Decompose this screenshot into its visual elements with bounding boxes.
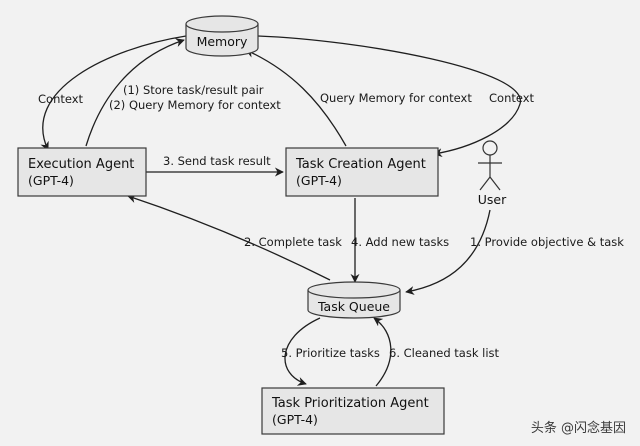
label-creation-to-queue: 4. Add new tasks xyxy=(351,235,449,249)
task-prioritization-agent-model: (GPT-4) xyxy=(272,412,318,427)
task-prioritization-agent-box: Task Prioritization Agent (GPT-4) xyxy=(261,387,445,435)
label-creation-to-memory: Query Memory for context xyxy=(320,91,472,105)
task-creation-agent-box: Task Creation Agent (GPT-4) xyxy=(285,147,439,197)
edge-memory-to-creation xyxy=(257,35,521,158)
label-prioritization-to-queue: 6. Cleaned task list xyxy=(389,346,500,360)
label-execution-to-memory-line2: (2) Query Memory for context xyxy=(109,98,281,112)
memory-database: Memory xyxy=(185,15,259,57)
label-queue-to-execution: 2. Complete task xyxy=(244,235,342,249)
edge-prioritization-to-queue xyxy=(373,317,392,387)
task-prioritization-agent-title: Task Prioritization Agent xyxy=(271,396,429,411)
label-memory-to-execution: Context xyxy=(38,92,84,106)
task-creation-agent-model: (GPT-4) xyxy=(296,173,342,188)
task-queue-label: Task Queue xyxy=(317,299,390,314)
task-creation-agent-title: Task Creation Agent xyxy=(295,157,426,172)
memory-label: Memory xyxy=(197,34,248,49)
edge-creation-to-memory xyxy=(245,49,347,147)
user-actor: User xyxy=(478,140,507,207)
edge-execution-to-memory xyxy=(85,38,185,147)
edge-queue-to-prioritization xyxy=(284,317,321,386)
watermark: 头条 @闪念基因 xyxy=(530,421,626,436)
execution-agent-title: Execution Agent xyxy=(28,157,134,172)
edge-queue-to-execution xyxy=(127,194,331,281)
label-memory-to-creation: Context xyxy=(489,91,535,105)
label-execution-to-memory-line1: (1) Store task/result pair xyxy=(123,83,264,97)
label-queue-to-prioritization: 5. Prioritize tasks xyxy=(281,346,380,360)
execution-agent-model: (GPT-4) xyxy=(28,173,74,188)
user-actor-icon xyxy=(482,140,498,156)
user-label: User xyxy=(478,192,507,207)
edge-memory-to-execution xyxy=(40,35,187,151)
execution-agent-box: Execution Agent (GPT-4) xyxy=(17,147,147,197)
label-execution-to-creation: 3. Send task result xyxy=(163,154,271,168)
task-queue-database: Task Queue xyxy=(307,281,401,319)
label-user-to-queue: 1. Provide objective & task xyxy=(470,235,624,249)
edge-user-to-queue xyxy=(405,209,491,295)
